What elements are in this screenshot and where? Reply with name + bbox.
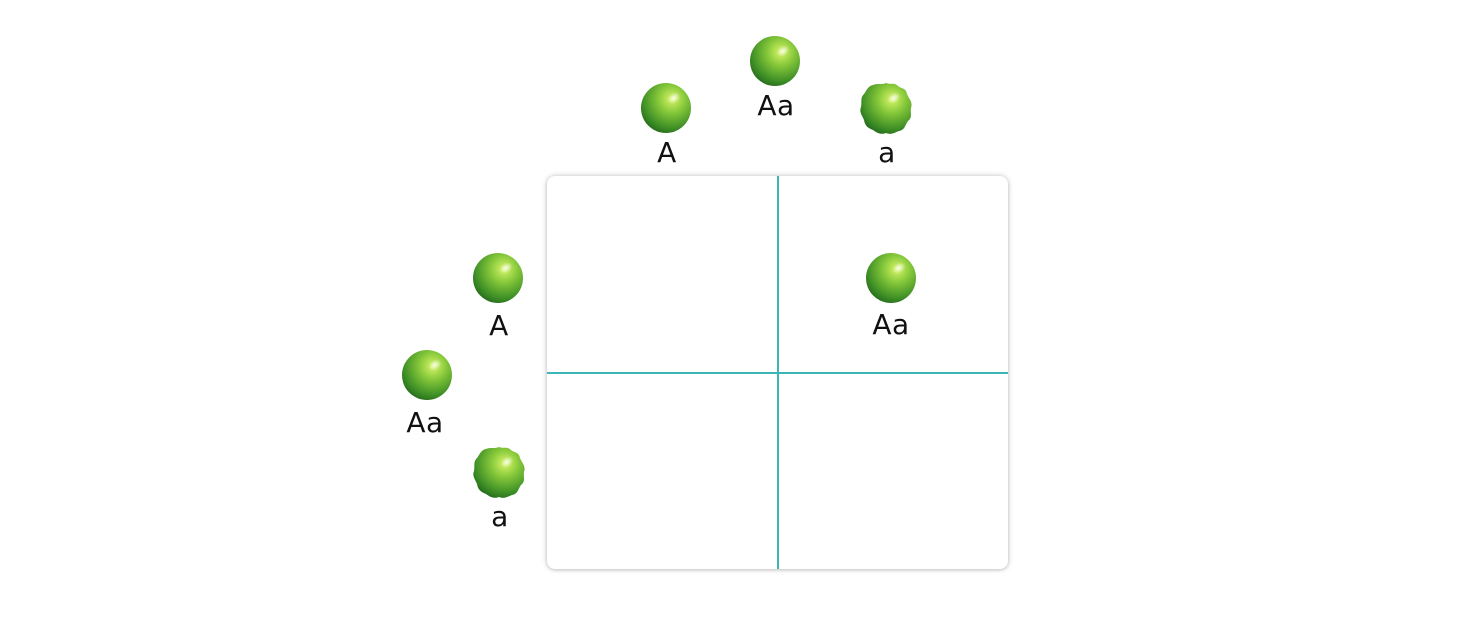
top-allele-label: a [878,136,896,169]
smooth-pea-icon [863,250,919,306]
punnett-cell-top-left[interactable] [547,176,777,372]
punnett-cell-bottom-right[interactable] [778,374,1008,570]
grid-divider-horizontal [547,372,1008,374]
smooth-pea-icon [638,80,694,136]
parent-top-genotype: Aa [757,89,795,122]
wrinkled-pea-icon [858,80,914,136]
left-allele-label: A [489,309,509,342]
wrinkled-pea-icon [471,444,527,500]
smooth-pea-icon [399,347,455,403]
top-allele-label: A [657,136,677,169]
offspring-genotype: Aa [872,308,910,341]
parent-left-genotype: Aa [406,406,444,439]
smooth-pea-icon [470,250,526,306]
punnett-grid: Aa [547,176,1008,569]
punnett-cell-bottom-left[interactable] [547,374,777,570]
smooth-pea-icon [747,33,803,89]
punnett-cell-top-right[interactable]: Aa [778,176,1008,372]
left-allele-label: a [491,500,509,533]
